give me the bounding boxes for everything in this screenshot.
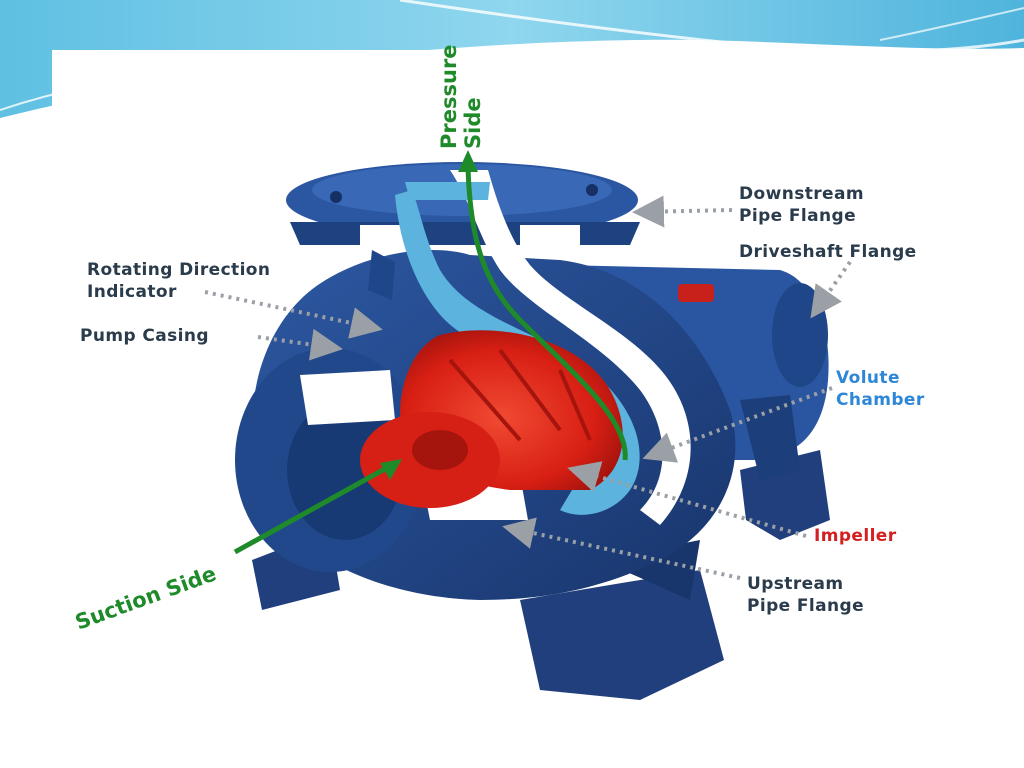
pointer-driveshaft-flange: [810, 260, 852, 319]
plug-cap: [678, 284, 714, 302]
upstream-pipe-flange-label: Upstream Pipe Flange: [747, 574, 865, 616]
pressure-flow-arrow: [458, 150, 628, 461]
pointer-downstream-flange: [632, 195, 733, 228]
driveshaft-flange-label: Driveshaft Flange: [739, 242, 917, 262]
top-wave-band: [0, 0, 1024, 118]
top-wave-highlight: [399, 0, 1024, 54]
suction-flow-arrow: [233, 459, 402, 555]
rotating-direction-indicator-label: Rotating Direction Indicator: [87, 260, 271, 302]
impeller: [360, 330, 623, 508]
pressure-side-label: Pressure Side: [437, 44, 485, 149]
pointer-impeller: [567, 461, 807, 538]
volute-chamber-label: Volute Chamber: [836, 368, 925, 410]
downstream-pipe-flange-label: Downstream Pipe Flange: [739, 184, 864, 226]
pointer-pump-casing: [257, 328, 343, 361]
pump-casing-label: Pump Casing: [80, 326, 209, 346]
label-pointers: [204, 195, 852, 580]
rotating-direction-indicator: [368, 250, 395, 300]
impeller-label: Impeller: [814, 526, 897, 546]
pointer-rotating-direction: [204, 290, 383, 339]
pointer-volute-chamber: [642, 386, 833, 463]
